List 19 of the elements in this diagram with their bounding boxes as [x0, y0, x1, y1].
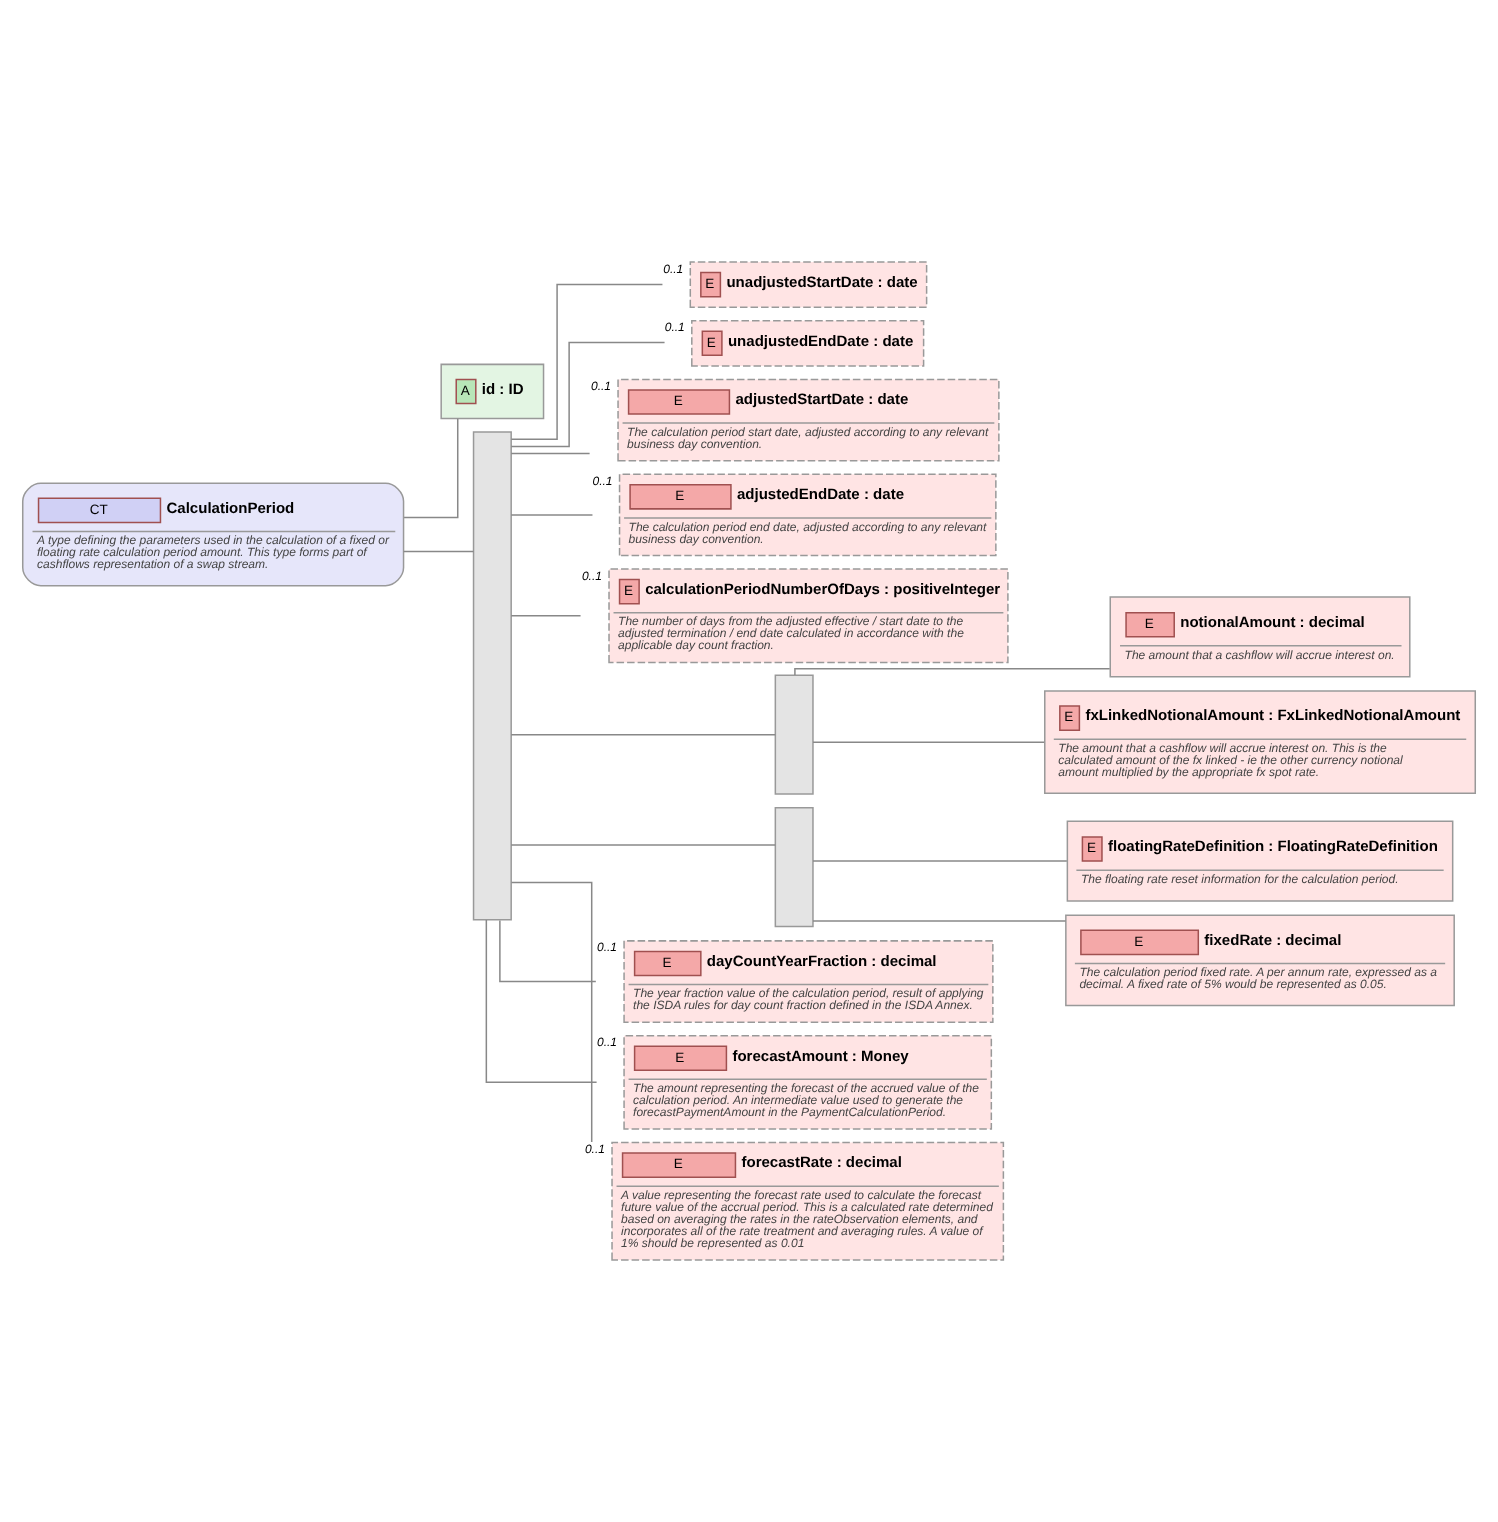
connector: [794, 668, 1111, 676]
connector: [510, 283, 664, 440]
connector: [485, 919, 598, 1084]
connector: [812, 920, 1067, 922]
node-box: [774, 674, 814, 795]
connector: [510, 881, 593, 1143]
connector: [499, 919, 597, 983]
connector: [510, 341, 666, 448]
connector: [510, 844, 777, 846]
connector: [510, 514, 594, 516]
node-box: [472, 431, 512, 921]
connector: [812, 860, 1068, 862]
connector: [510, 733, 777, 736]
connector: [510, 615, 582, 617]
connector: [812, 741, 1045, 743]
connector: [402, 550, 475, 553]
connector: [403, 418, 459, 519]
node-box: [774, 806, 814, 928]
connector: [510, 452, 591, 455]
